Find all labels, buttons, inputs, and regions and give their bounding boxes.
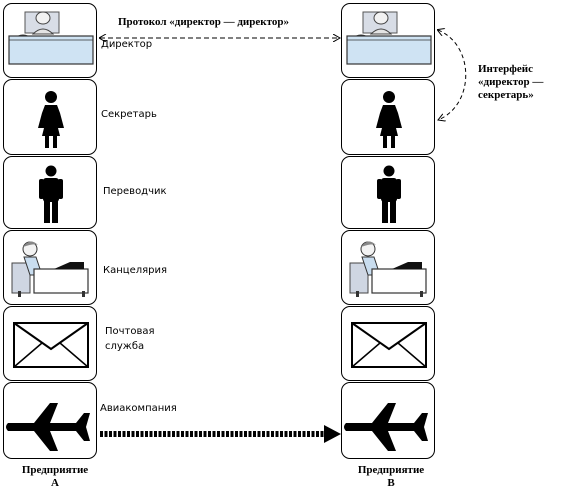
protocol-label: Протокол «директор — директор» — [118, 16, 289, 28]
woman-icon — [38, 91, 64, 148]
enterprise-b-label: Предприятие В — [336, 464, 446, 490]
box-a-office — [3, 230, 97, 305]
interface-label-line2: «директор — — [478, 76, 544, 88]
interface-label-line1: Интерфейс — [478, 63, 534, 75]
physical-link-arrowhead — [324, 425, 341, 443]
box-a-translator — [3, 156, 97, 229]
box-a-director — [3, 3, 97, 78]
man-icon — [39, 165, 63, 223]
envelope-icon — [351, 322, 427, 368]
box-b-secretary — [341, 79, 435, 155]
man-icon — [377, 165, 401, 223]
box-b-office — [341, 230, 435, 305]
director-desk-icon — [8, 11, 94, 65]
airplane-icon — [344, 403, 428, 451]
enterprise-a-label: Предприятие А — [0, 464, 110, 490]
role-director: Директор — [101, 39, 153, 50]
box-b-airline — [341, 382, 435, 459]
office-clerk-icon — [11, 241, 89, 297]
box-b-translator — [341, 156, 435, 229]
box-b-director — [341, 3, 435, 78]
enterprise-b-line2: В — [387, 477, 395, 489]
airplane-icon — [6, 403, 90, 451]
interface-arrow — [438, 30, 467, 120]
interface-label-line3: секретарь» — [478, 89, 534, 101]
box-a-airline — [3, 382, 97, 459]
box-b-postal — [341, 306, 435, 381]
role-postal: Почтовая служба — [105, 326, 155, 352]
enterprise-a-line2: А — [51, 477, 59, 489]
role-translator: Переводчик — [103, 186, 167, 197]
enterprise-a-line1: Предприятие — [21, 464, 89, 476]
role-airline: Авиакомпания — [100, 403, 177, 414]
woman-icon — [376, 91, 402, 148]
director-desk-icon — [346, 11, 432, 65]
envelope-icon — [13, 322, 89, 368]
role-office: Канцелярия — [103, 265, 167, 276]
role-secretary: Секретарь — [101, 109, 157, 120]
enterprise-b-line1: Предприятие — [357, 464, 425, 476]
office-clerk-icon — [349, 241, 427, 297]
box-a-secretary — [3, 79, 97, 155]
interface-label: Интерфейс «директор — секретарь» — [478, 63, 566, 102]
box-a-postal — [3, 306, 97, 381]
